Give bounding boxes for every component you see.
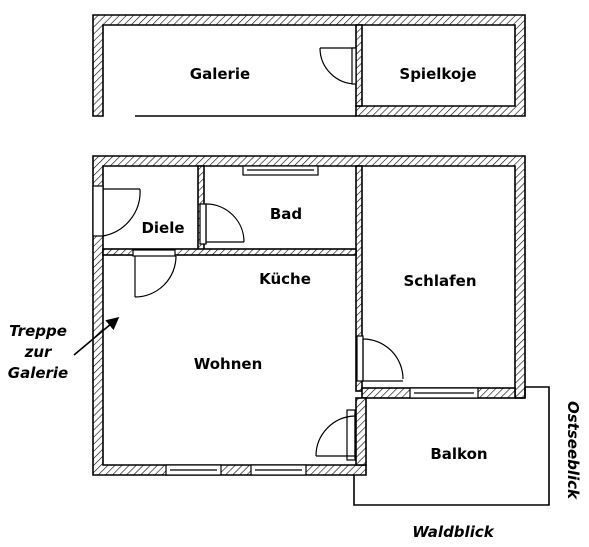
room-label-balkon: Balkon	[430, 445, 487, 463]
treppe-label-line-3: Galerie	[8, 364, 68, 382]
diele-wohnen-door	[132, 249, 177, 298]
room-label-schlafen: Schlafen	[403, 272, 476, 290]
room-label-kueche: Küche	[259, 270, 311, 288]
room-label-spielkoje: Spielkoje	[399, 65, 476, 83]
schlafen-door	[356, 335, 404, 382]
upper-floor-walls	[92, 14, 526, 117]
main-floor	[92, 155, 550, 506]
diele-bad-bottom-wall	[102, 248, 357, 256]
diele-entrance-door	[92, 185, 141, 237]
treppe-label-line-2: zur	[24, 343, 53, 361]
room-label-galerie: Galerie	[190, 65, 250, 83]
upper-partition-wall	[355, 24, 363, 107]
ostseeblick-label: Ostseeblick	[564, 401, 582, 500]
bad-door	[199, 203, 245, 245]
waldblick-label: Waldblick	[412, 523, 494, 541]
upper-floor	[92, 14, 526, 117]
room-label-wohnen: Wohnen	[194, 355, 263, 373]
wohnen-right-wall	[355, 397, 367, 466]
room-label-diele: Diele	[141, 219, 184, 237]
treppe-label-line-1: Treppe	[9, 322, 67, 340]
schlafen-living-wall	[355, 165, 363, 392]
room-label-bad: Bad	[270, 205, 302, 223]
spielkoje-door	[319, 47, 357, 85]
wohnen-balcony-door	[315, 409, 356, 461]
treppe-arrow	[73, 316, 120, 356]
main-floor-outer-walls	[92, 155, 526, 476]
